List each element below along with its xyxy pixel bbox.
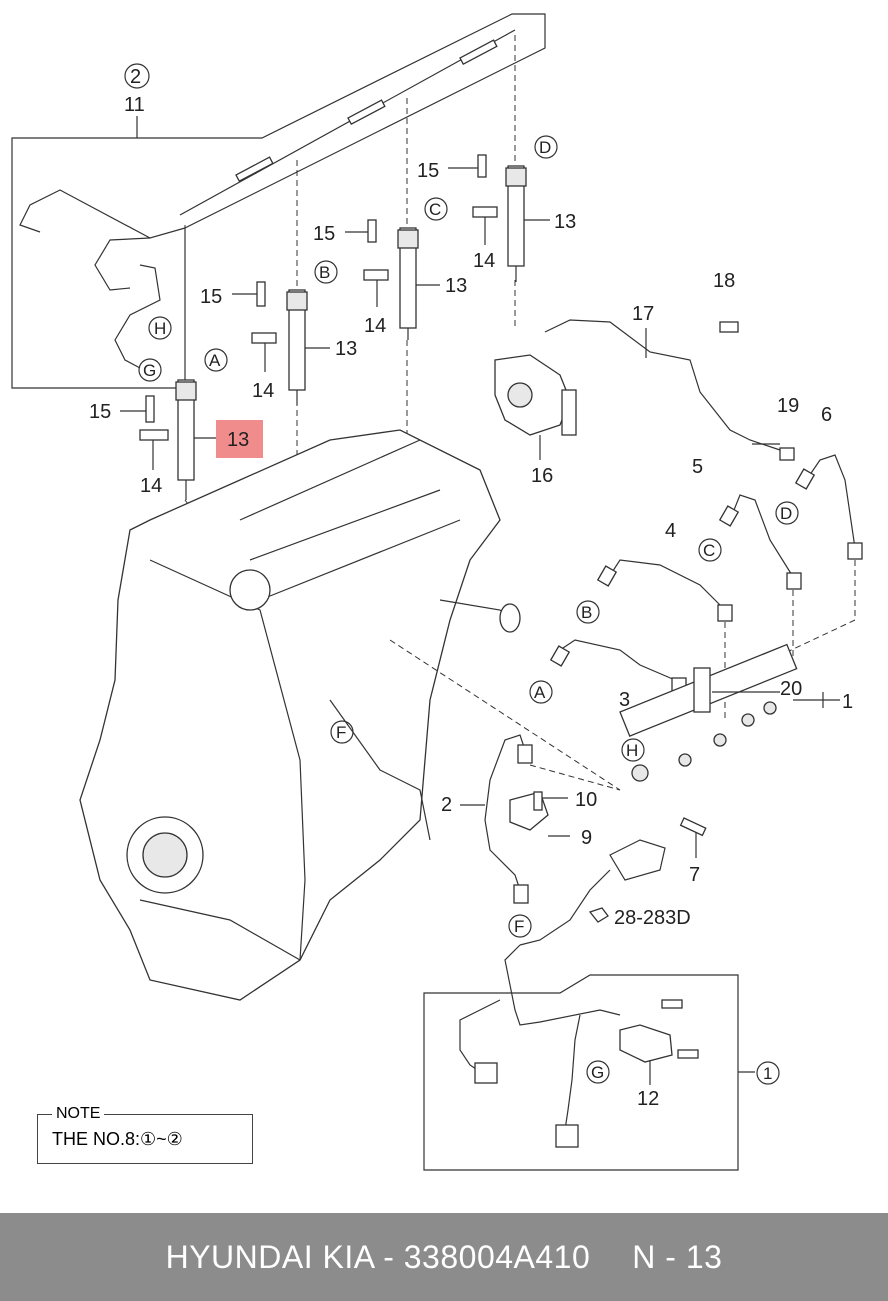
circle-a-line: A xyxy=(534,683,546,702)
circle-d: D xyxy=(539,138,551,157)
injector-b xyxy=(286,289,308,405)
label-14: 14 xyxy=(140,475,162,497)
label-13: 13 xyxy=(445,275,467,297)
injector-d xyxy=(505,165,527,282)
label-4: 4 xyxy=(665,520,676,542)
circle-f-engine: F xyxy=(336,723,346,742)
label-28-283d: 28-283D xyxy=(614,907,691,929)
callout-labels: 2 11 15 15 15 15 13 13 13 13 14 14 14 14… xyxy=(89,63,853,1110)
label-19: 19 xyxy=(777,395,799,417)
label-14: 14 xyxy=(252,380,274,402)
label-16: 16 xyxy=(531,465,553,487)
footer-page-ref: N - 13 xyxy=(632,1238,723,1275)
label-7: 7 xyxy=(689,864,700,886)
label-12: 12 xyxy=(637,1088,659,1110)
label-15: 15 xyxy=(89,401,111,423)
label-13: 13 xyxy=(335,338,357,360)
label-2: 2 xyxy=(441,794,452,816)
circle-g: G xyxy=(143,361,156,380)
harness-group-outline xyxy=(423,974,739,1171)
note-text: THE NO.8:①~② xyxy=(52,1129,183,1149)
label-1-circled: 1 xyxy=(763,1064,772,1083)
circle-a: A xyxy=(209,351,221,370)
circle-c-line: C xyxy=(703,541,715,560)
circle-b: B xyxy=(319,263,330,282)
circle-g-harness: G xyxy=(591,1063,604,1082)
engine-block xyxy=(79,429,521,1001)
circle-b-line: B xyxy=(581,603,592,622)
footer-bar: HYUNDAI KIA - 338004A410 N - 13 xyxy=(0,1213,888,1301)
circle-h: H xyxy=(154,319,166,338)
injector-c xyxy=(397,227,419,340)
injector-group-outline xyxy=(11,13,546,389)
label-15: 15 xyxy=(417,160,439,182)
label-3: 3 xyxy=(619,689,630,711)
parts-diagram: 2 11 15 15 15 15 13 13 13 13 14 14 14 14… xyxy=(11,13,863,1171)
fuel-pump xyxy=(494,354,577,460)
label-13-highlighted: 13 xyxy=(227,429,249,451)
label-18: 18 xyxy=(713,270,735,292)
label-1: 1 xyxy=(842,691,853,713)
label-14: 14 xyxy=(364,315,386,337)
label-6: 6 xyxy=(821,404,832,426)
circle-f-line: F xyxy=(514,917,524,936)
footer-part-number: HYUNDAI KIA - 338004A410 xyxy=(165,1238,591,1275)
injector-a xyxy=(175,379,197,500)
label-14: 14 xyxy=(473,250,495,272)
common-rail xyxy=(619,643,798,782)
circle-c: C xyxy=(429,200,441,219)
label-9: 9 xyxy=(581,827,592,849)
label-17: 17 xyxy=(632,303,654,325)
note-title: NOTE xyxy=(52,1105,105,1123)
circle-h-rail: H xyxy=(626,741,638,760)
label-15: 15 xyxy=(200,286,222,308)
highlight-box xyxy=(216,420,263,458)
note-box: NOTE THE NO.8:①~② xyxy=(37,1105,253,1164)
label-15: 15 xyxy=(313,223,335,245)
label-11: 11 xyxy=(124,94,145,116)
label-2-circled: 2 xyxy=(130,66,141,88)
label-5: 5 xyxy=(692,456,703,478)
label-13: 13 xyxy=(554,211,576,233)
label-20: 20 xyxy=(780,678,802,700)
label-10: 10 xyxy=(575,789,597,811)
circle-d-line: D xyxy=(780,504,792,523)
